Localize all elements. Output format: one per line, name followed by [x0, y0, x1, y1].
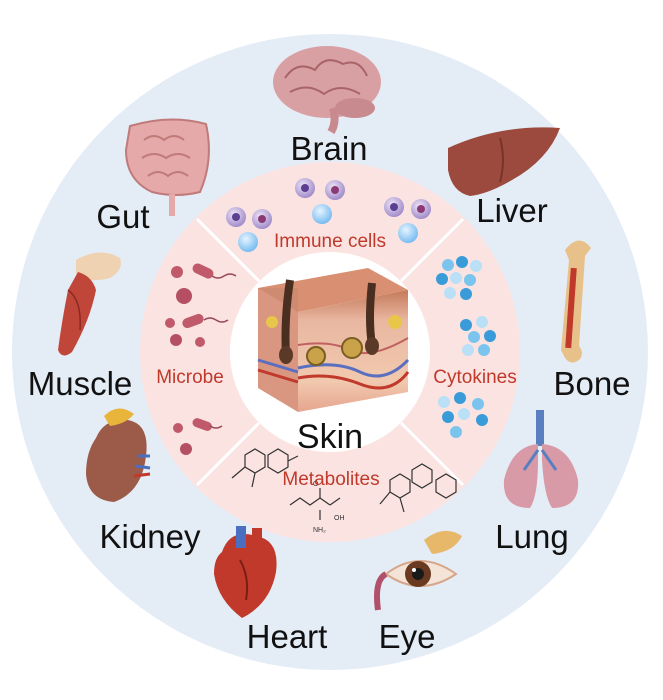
liver-label: Liver	[476, 192, 548, 229]
lung-icon	[503, 410, 579, 508]
bone-icon	[561, 240, 591, 363]
muscle-label: Muscle	[28, 365, 133, 402]
svg-text:NH₂: NH₂	[313, 527, 326, 534]
metabolites-label: Metabolites	[282, 469, 379, 490]
immune-cells-label: Immune cells	[274, 231, 386, 252]
lung-label: Lung	[495, 518, 568, 555]
svg-text:OH: OH	[334, 515, 345, 522]
eye-icon	[374, 530, 462, 611]
gut-label: Gut	[96, 198, 149, 235]
metabolites-small-text: OH NH₂ O	[313, 481, 345, 534]
microbe-icon	[165, 263, 237, 455]
brain-label: Brain	[290, 130, 367, 167]
cytokines-icon	[436, 256, 496, 438]
heart-icon	[214, 526, 277, 618]
metabolites-icon	[231, 448, 457, 520]
liver-icon	[448, 127, 560, 196]
brain-icon	[273, 46, 381, 135]
svg-text:O: O	[313, 481, 319, 488]
bone-label: Bone	[553, 365, 630, 402]
skin-cross-section-icon	[257, 268, 410, 412]
heart-label: Heart	[247, 618, 328, 655]
kidney-icon	[86, 408, 151, 502]
gut-icon	[124, 118, 210, 216]
microbe-label: Microbe	[156, 367, 224, 388]
immune-cells-icon	[226, 178, 431, 252]
kidney-label: Kidney	[100, 518, 201, 555]
eye-label: Eye	[379, 618, 436, 655]
cytokines-label: Cytokines	[433, 367, 516, 388]
ring-dividers	[195, 217, 465, 487]
skin-label: Skin	[297, 418, 363, 456]
muscle-icon	[58, 252, 121, 356]
